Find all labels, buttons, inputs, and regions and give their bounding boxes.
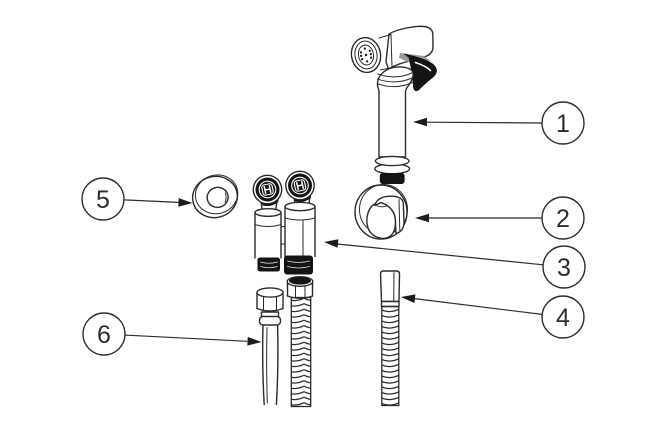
hose-nut-end-icon [286,276,314,408]
valve-body-right [285,206,315,256]
t-valve-icon [252,170,316,275]
valve-body-right-sides [284,205,316,258]
sprayer-neck-rings [376,72,414,88]
plate-hole-detail [224,192,227,203]
hose-rib-section [290,296,312,408]
leader-line-4 [414,298,543,315]
callout-number-6: 6 [97,321,111,349]
hose-rib-section [381,305,400,407]
hose-nut-sides [286,281,314,297]
knob-h-mark [263,184,272,195]
hose-cone-band [380,300,400,308]
valve-thread-left-sheen [260,261,278,269]
callout-4: 4 [401,294,585,339]
callout-circle-4 [541,295,585,339]
hose-cone-end-icon [379,270,401,407]
callout-number-5: 5 [96,186,110,214]
callout-number-1: 1 [556,110,570,138]
arrowhead-5 [178,198,193,207]
valve-body-left [255,212,281,258]
callout-circle-1 [541,101,585,145]
callouts: 1 2 3 4 5 6 [81,101,586,356]
escutcheon-plate-icon [191,174,239,219]
arrowhead-3 [324,239,339,248]
callout-circle-2 [541,196,585,240]
leader-line-6 [124,334,248,342]
callout-number-2: 2 [556,205,570,233]
valve-body-left-collar [254,224,282,227]
arrowhead-2 [415,213,429,223]
callout-circle-3 [542,245,586,289]
callout-number-3: 3 [557,254,571,282]
leader-line-3 [336,243,544,266]
sprayer-trigger-highlight [414,61,432,72]
valve-body-right-collar [284,217,316,221]
callout-circle-5 [81,177,125,221]
valve-knob-right-icon [285,170,315,202]
arrowhead-6 [247,337,262,346]
knob-inner-ring [258,180,277,199]
wall-holder-icon [354,184,408,240]
sprayer-collar [378,34,393,71]
supply-tube-highlight [266,327,268,404]
callout-number-4: 4 [556,304,570,332]
valve-body-left-sides [254,211,282,259]
callout-1: 1 [413,101,585,145]
supply-tube [261,324,279,406]
supply-collar-ring [258,315,282,326]
supply-hose-icon [256,287,284,406]
knob-h-mark [295,180,305,191]
sprayer-ring-upper [374,155,410,167]
sprayer-head [385,25,434,70]
holder-clamp-edge [376,199,401,231]
sprayer-grip [376,66,414,158]
supply-nut-sides [256,291,284,310]
hose-nut-cap [289,277,311,285]
supply-nut-top [256,287,284,298]
callout-2: 2 [415,196,585,240]
hose-cone [379,270,401,303]
callout-5: 5 [81,177,193,221]
callout-circle-6 [82,312,126,356]
valve-bridge [280,225,286,245]
sprayer-trigger [403,53,437,92]
nozzle-inner [357,44,375,66]
sprayer-nozzle-icon [350,36,382,74]
sprayer-inlet [379,173,405,184]
leader-line-1 [425,121,543,124]
arrowhead-4 [401,294,416,303]
valve-thread-left [257,257,280,272]
leader-line-5 [123,199,179,203]
valve-thread-right-sheen [287,260,310,269]
callout-6: 6 [82,312,262,356]
nozzle-spray-holes [359,47,373,63]
holder-clamp [374,195,405,235]
plate-center-hole [206,186,229,209]
hand-sprayer-icon [350,25,437,184]
valve-thread-right [284,255,313,275]
knob-square-mark [293,179,307,192]
supply-nut-bottom [256,307,284,312]
valve-body-right-top [284,201,316,212]
arrowhead-1 [413,117,427,127]
plate-rim-line [194,174,239,215]
knob-square-mark [261,183,274,196]
valve-body-left-top [254,207,282,217]
knob-inner-ring [291,176,309,195]
valve-knob-left-icon [252,174,283,206]
callout-3: 3 [324,239,586,289]
nozzle-mid [354,40,378,70]
